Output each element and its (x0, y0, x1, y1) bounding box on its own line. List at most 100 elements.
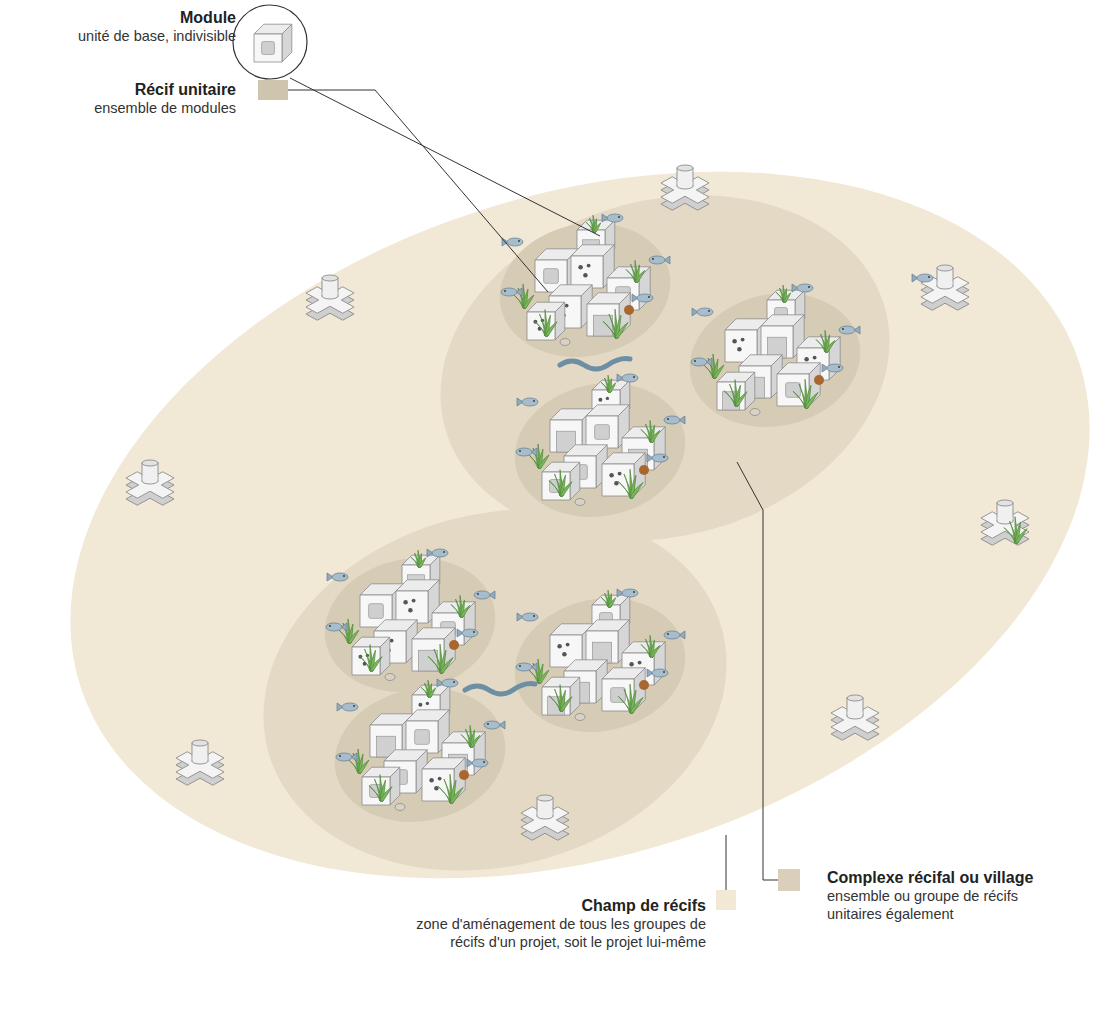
fish-body (522, 613, 538, 621)
cube-dot (566, 643, 570, 647)
cylinder-fill (143, 477, 158, 481)
callout-label: Récif unitaireensemble de modules (26, 80, 236, 117)
cube-dot (363, 662, 367, 666)
shell (750, 409, 760, 416)
fish-eye (519, 450, 521, 452)
unit-reef (677, 278, 873, 443)
cylinder-top (937, 265, 953, 271)
unit-reef (312, 543, 508, 708)
cube-dot (609, 473, 613, 477)
fish-body (917, 274, 933, 282)
fish-body (691, 358, 707, 366)
cube-front (352, 647, 380, 675)
cylinder-top (142, 460, 158, 466)
callout-description: ensemble de modules (26, 99, 236, 117)
cube-dot (562, 652, 566, 656)
shell (560, 339, 570, 346)
fish-eye (928, 276, 930, 278)
fish-body (652, 669, 668, 677)
seaweed (1015, 529, 1027, 543)
cylinder-fill (538, 812, 553, 816)
fish-eye (353, 705, 355, 707)
sea-urchin (639, 465, 649, 475)
seaweed (735, 392, 747, 406)
cube-dot (629, 662, 633, 666)
cylinder-top (192, 740, 208, 746)
fish-body (607, 214, 623, 222)
cube-dot (390, 639, 394, 643)
unit-reef-modules (326, 549, 495, 681)
seaweed (608, 598, 616, 607)
fish-eye (477, 593, 479, 595)
callout-heading: Champ de récifs (414, 896, 706, 915)
seaweed (428, 688, 436, 697)
fish-body (664, 631, 680, 639)
module-icon-circle (233, 5, 307, 79)
fish-eye (473, 631, 475, 633)
shell (575, 499, 585, 506)
fish-eye (633, 591, 635, 593)
fish-body (462, 629, 478, 637)
fish-body (432, 549, 448, 557)
unit-reef (487, 208, 683, 373)
cylinder-fill (323, 292, 338, 296)
cube-dot (606, 397, 609, 400)
fish-eye (842, 328, 844, 330)
sea-urchin (814, 375, 824, 385)
seaweed (630, 482, 643, 498)
fish-eye (667, 633, 669, 635)
cube-front (542, 472, 570, 500)
cube-hole (611, 688, 626, 703)
callout-label: Complexe récifal ou villageensemble ou g… (827, 868, 1059, 923)
cube-side (570, 462, 580, 500)
cube-side (570, 677, 580, 715)
fish-eye (694, 360, 696, 362)
cube-dot (565, 304, 569, 308)
fish-body (336, 753, 352, 761)
seaweed (635, 270, 645, 282)
seaweed (538, 455, 549, 468)
cylinder-top (322, 275, 338, 281)
cube-hole (415, 730, 430, 745)
cube-hole (593, 315, 612, 336)
fish-body (507, 238, 523, 246)
cube-dot (804, 357, 808, 361)
leader-line (737, 462, 778, 880)
seaweed (440, 657, 453, 673)
cross-block-base (648, 177, 722, 217)
cross-block-base (163, 752, 237, 792)
fish-body (652, 454, 668, 462)
fish-eye (667, 418, 669, 420)
shell (395, 804, 405, 811)
fish-body (522, 398, 538, 406)
shell (575, 714, 585, 721)
reef-field (0, 49, 1109, 1001)
seaweed (523, 295, 534, 308)
cube-front (586, 416, 618, 448)
sea-urchin (624, 305, 634, 315)
fish-body (649, 256, 665, 264)
cube-front (362, 777, 390, 805)
seaweed (470, 735, 480, 747)
fish-body (326, 623, 342, 631)
seaweed (538, 670, 549, 683)
cube-front (717, 382, 745, 410)
fish-eye (808, 286, 810, 288)
cube-side (745, 372, 755, 410)
cube-front (571, 256, 603, 288)
cube-dot (438, 777, 442, 781)
cube-front (527, 312, 555, 340)
fish-body (516, 663, 532, 671)
cube-hole (786, 383, 801, 398)
unit-reef-modules (691, 284, 860, 416)
cylinder-fill (938, 282, 953, 286)
cube-dot (426, 702, 429, 705)
cube-hole (369, 604, 384, 619)
fish-body (622, 374, 638, 382)
cube-hole (595, 425, 610, 440)
cube-dot (741, 338, 745, 342)
seaweed (805, 392, 818, 408)
cross-block (908, 265, 982, 317)
callout-label: Moduleunité de base, indivisible (26, 8, 236, 45)
color-swatch (778, 869, 800, 891)
